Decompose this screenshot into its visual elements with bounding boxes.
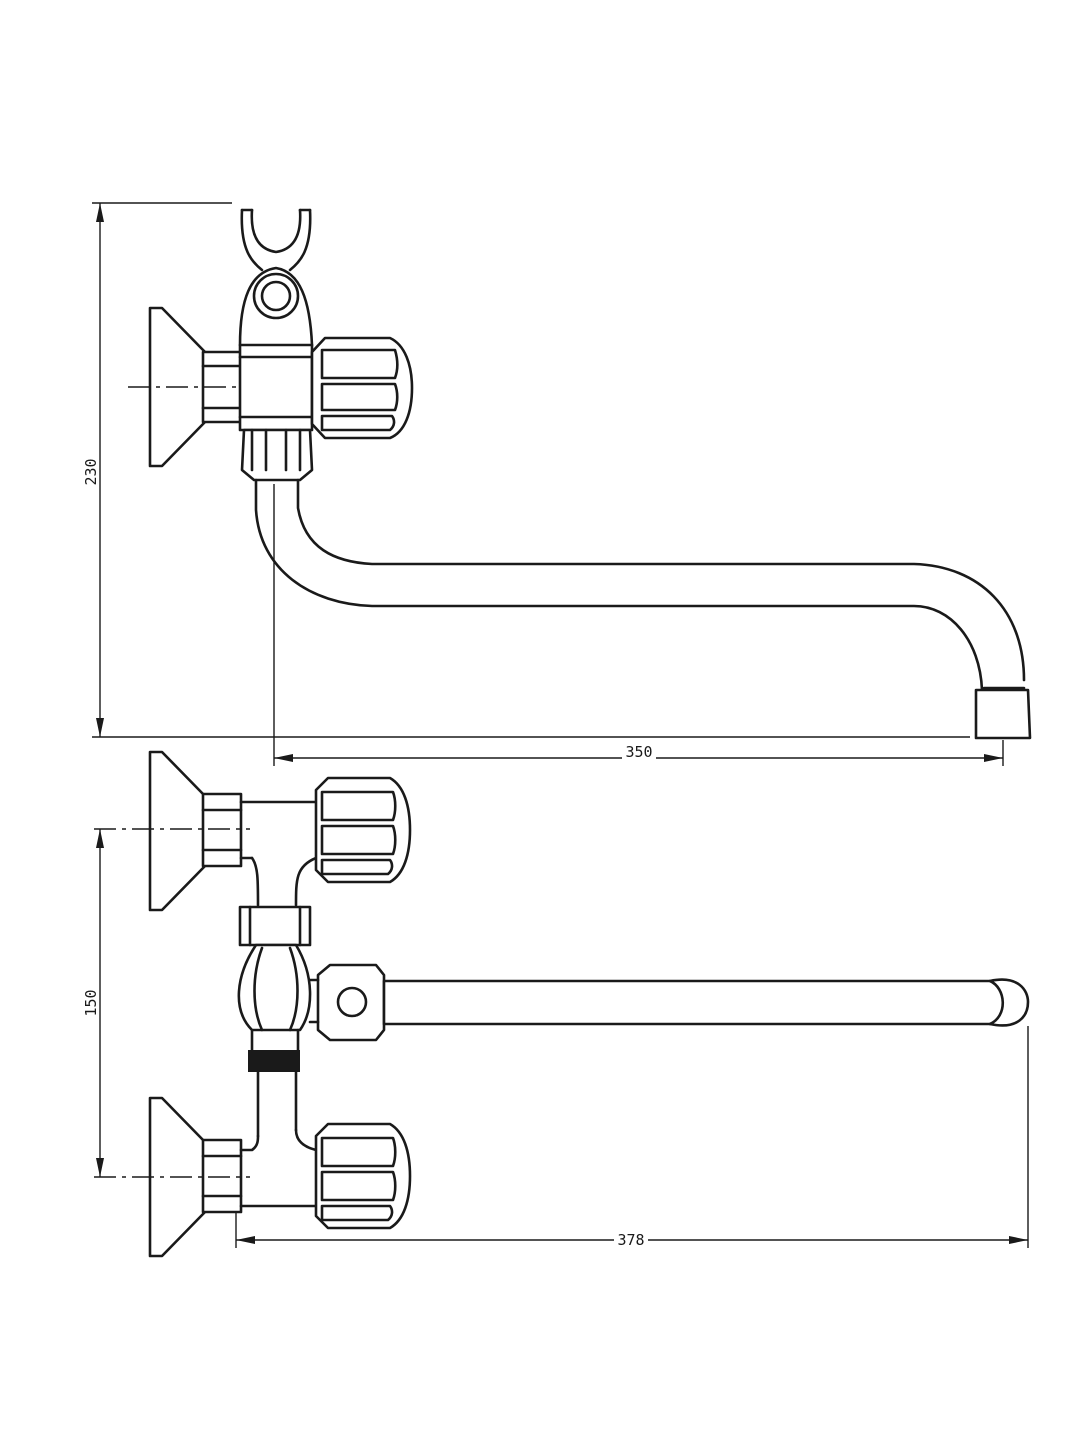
dimension-350-label: 350 xyxy=(625,743,652,761)
side-view xyxy=(128,208,1032,740)
top-upper-wall-flange xyxy=(148,750,243,912)
side-spout-pipe xyxy=(254,478,1032,740)
dimension-378-label: 378 xyxy=(617,1231,644,1249)
side-dimensions: 230 350 xyxy=(82,202,1004,766)
side-coupling-nut xyxy=(240,428,314,482)
top-diverter-housing xyxy=(237,905,312,1032)
top-upper-valve xyxy=(239,776,412,907)
top-thread xyxy=(248,1028,300,1138)
top-view xyxy=(94,750,1030,1258)
dimension-150-label: 150 xyxy=(82,989,100,1016)
top-lower-valve xyxy=(239,1122,412,1230)
dimension-230-label: 230 xyxy=(82,458,100,485)
side-handle-knob xyxy=(310,336,414,440)
side-shower-holder xyxy=(240,208,312,272)
top-dimensions: 150 378 xyxy=(82,829,1029,1249)
side-valve-body xyxy=(238,266,314,432)
top-spout xyxy=(308,963,1030,1042)
